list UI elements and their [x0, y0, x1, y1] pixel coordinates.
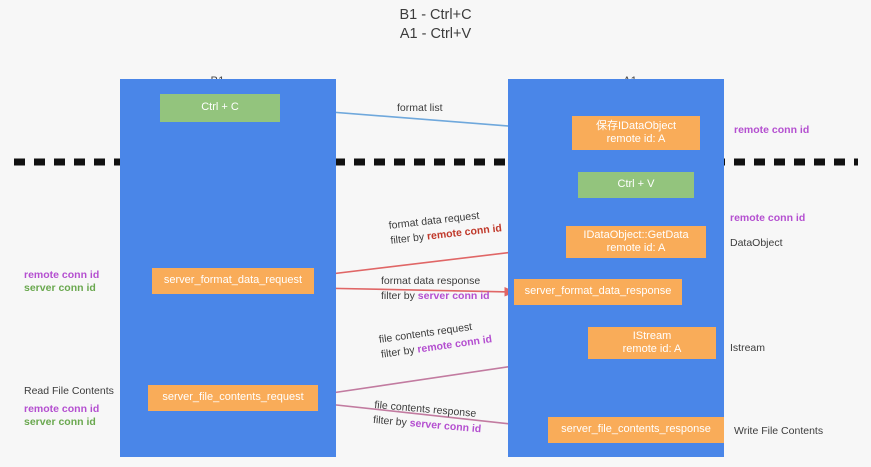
node-server-file-contents-request[interactable]: server_file_contents_request [148, 385, 318, 411]
right-label-dataobject: DataObject [730, 236, 783, 250]
edge-label-format-data-response-title: format data response [381, 275, 481, 287]
node-ctrl-v[interactable]: Ctrl + V [578, 172, 694, 198]
right-label-dataobject-text: DataObject [730, 237, 783, 249]
node-server-format-data-request-line1: server_format_data_request [163, 274, 303, 287]
left-label-server-conn-id-bottom: server conn id [24, 415, 96, 429]
node-idataobject-getdata-line1: IDataObject::GetData [583, 228, 689, 241]
edge-label-format-list-text: format list [397, 102, 443, 114]
edge-label-format-data-request: format data request filter by remote con… [388, 206, 503, 248]
right-label-remote-conn-id-1-text: remote conn id [734, 124, 810, 136]
left-label-server-conn-id-top: server conn id [24, 281, 96, 295]
node-ctrl-c-line1: Ctrl + C [201, 101, 239, 114]
node-server-file-contents-response[interactable]: server_file_contents_response [548, 417, 724, 443]
right-label-remote-conn-id-2-text: remote conn id [730, 212, 806, 224]
node-istream-line1: IStream [632, 329, 672, 342]
left-label-read-file-contents: Read File Contents [24, 384, 114, 398]
filter-key-server-conn-id: server conn id [417, 290, 490, 302]
node-server-format-data-request[interactable]: server_format_data_request [152, 268, 314, 294]
left-label-read-file-contents-text: Read File Contents [24, 385, 114, 397]
node-server-file-contents-request-line1: server_file_contents_request [162, 391, 304, 404]
node-server-format-data-response-line1: server_format_data_response [524, 285, 672, 298]
node-idataobject-getdata[interactable]: IDataObject::GetData remote id: A [566, 226, 706, 258]
edge-label-file-contents-request: file contents request filter by remote c… [378, 317, 493, 362]
filter-prefix: filter by [389, 230, 428, 247]
right-label-istream-text: Istream [730, 342, 766, 354]
node-idataobject-getdata-line2: remote id: A [606, 242, 666, 254]
right-label-remote-conn-id-2: remote conn id [730, 211, 805, 225]
node-istream[interactable]: IStream remote id: A [588, 327, 716, 359]
edge-label-format-data-response-filter: filter by server conn id [381, 289, 490, 304]
left-label-remote-conn-id-bottom: remote conn id [24, 402, 99, 416]
node-idataobject-remote-line1: 保存IDataObject [595, 119, 677, 132]
node-server-format-data-response[interactable]: server_format_data_response [514, 279, 682, 305]
node-ctrl-c[interactable]: Ctrl + C [160, 94, 280, 122]
edge-label-format-data-response: format data response filter by server co… [381, 274, 490, 304]
filter-prefix: filter by [372, 413, 411, 430]
node-ctrl-v-line1: Ctrl + V [617, 178, 655, 191]
left-label-remote-conn-id-bottom-text: remote conn id [24, 403, 100, 415]
left-label-remote-conn-id-top-text: remote conn id [24, 269, 100, 281]
right-label-istream: Istream [730, 341, 765, 355]
left-label-remote-conn-id-top: remote conn id [24, 268, 99, 282]
filter-prefix: filter by [380, 343, 419, 361]
right-label-write-file-contents: Write File Contents [734, 424, 823, 438]
right-label-write-file-contents-text: Write File Contents [734, 425, 824, 437]
node-server-file-contents-response-line1: server_file_contents_response [561, 423, 711, 436]
node-idataobject-remote-line2: remote id: A [606, 133, 666, 145]
diagram-title: B1 - Ctrl+C A1 - Ctrl+V [399, 7, 472, 42]
left-label-server-conn-id-bottom-text: server conn id [24, 416, 96, 428]
edge-label-file-contents-response: file contents response filter by server … [372, 398, 483, 437]
left-label-server-conn-id-top-text: server conn id [24, 282, 96, 294]
filter-prefix: filter by [381, 290, 418, 302]
node-idataobject-remote[interactable]: 保存IDataObject remote id: A [572, 116, 700, 150]
edge-label-format-list: format list [397, 101, 443, 116]
node-istream-line2: remote id: A [622, 343, 682, 355]
right-label-remote-conn-id-1: remote conn id [734, 123, 809, 137]
